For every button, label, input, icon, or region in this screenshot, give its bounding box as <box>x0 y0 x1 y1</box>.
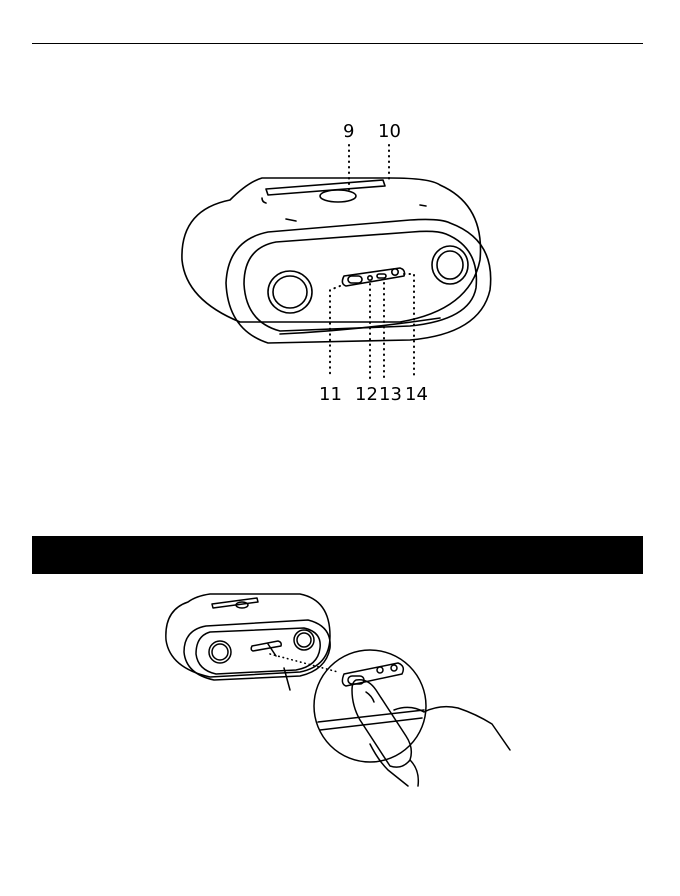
finger <box>352 680 411 767</box>
small-speaker-body <box>166 594 330 677</box>
section-title <box>32 546 44 563</box>
section-band <box>32 536 643 574</box>
small-left-speaker <box>209 641 231 663</box>
audio-jack <box>392 269 398 275</box>
left-speaker-inner <box>273 276 307 308</box>
callout-11: 11 <box>319 384 342 405</box>
callout-12: 12 <box>355 384 378 405</box>
indicator-led <box>368 276 372 280</box>
callout-10: 10 <box>378 121 401 142</box>
callout-13: 13 <box>379 384 402 405</box>
speaker-diagram: 9 10 11 12 13 14 <box>0 0 680 420</box>
top-slot <box>266 180 385 195</box>
leader-11 <box>330 286 340 378</box>
zoom-circle <box>314 650 426 762</box>
speaker-body-outline <box>182 178 481 322</box>
power-switch <box>348 276 362 283</box>
zoom-leader <box>270 654 338 672</box>
top-button <box>320 190 356 202</box>
callout-14: 14 <box>405 384 428 405</box>
left-speaker-outer <box>268 271 312 313</box>
usb-port <box>377 274 386 278</box>
callout-9: 9 <box>343 121 354 142</box>
hand <box>394 707 510 750</box>
right-speaker-inner <box>437 251 463 279</box>
small-right-speaker <box>294 630 314 650</box>
